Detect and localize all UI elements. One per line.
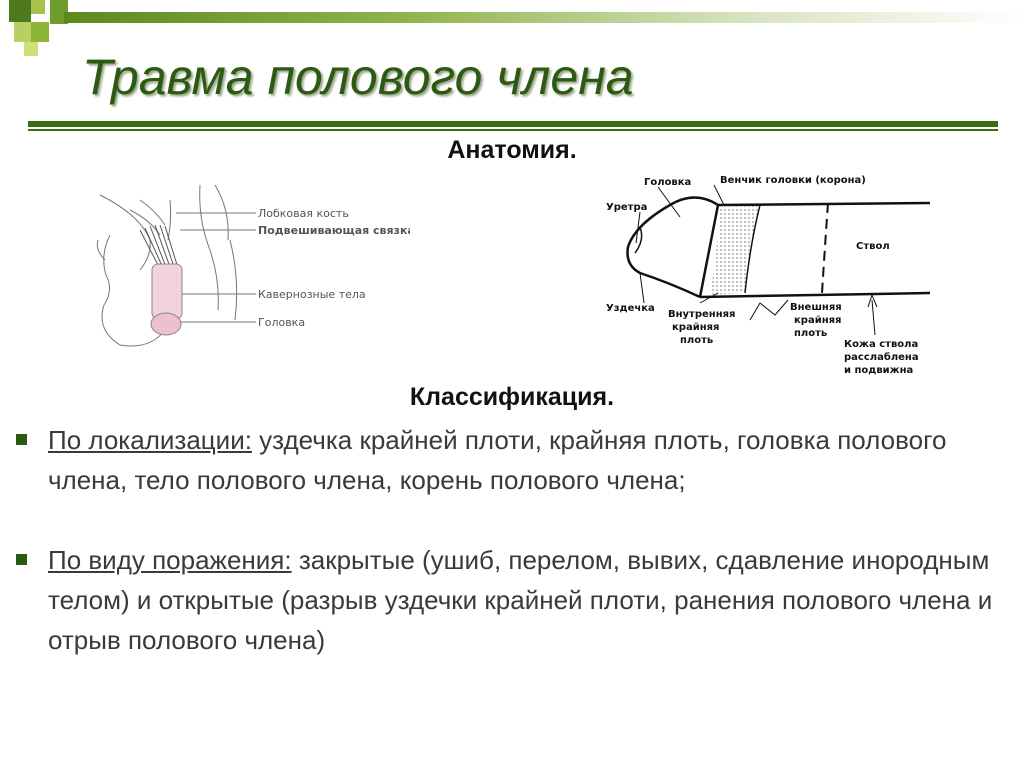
- corner-square: [14, 22, 31, 42]
- label-shaft-skin: Кожа ствола расслаблена и подвижна: [844, 339, 922, 376]
- bullet-square-icon: [16, 434, 27, 445]
- anatomy-figure-left: Лобковая кость Подвешивающая связка Каве…: [96, 184, 410, 347]
- top-gradient-bar: [64, 12, 1024, 23]
- slide-title: Травма полового члена: [82, 49, 634, 105]
- classification-list: По локализации: уздечка крайней плоти, к…: [12, 420, 1002, 660]
- label-glans: Головка: [644, 177, 691, 188]
- label-corona: Венчик головки (корона): [720, 175, 866, 186]
- bullet-text: закрытые (ушиб, перелом, вывих, сдавлени…: [48, 545, 993, 655]
- label-outer-foreskin: Внешняя крайняя плоть: [790, 302, 845, 339]
- anatomy-figure-right: Головка Венчик головки (корона) Уретра С…: [606, 175, 931, 376]
- label-pubic-bone: Лобковая кость: [258, 207, 349, 220]
- corner-square: [24, 42, 38, 56]
- title-divider: [28, 121, 998, 127]
- classification-heading: Классификация.: [409, 383, 615, 411]
- label-inner-foreskin: Внутренняя крайняя плоть: [668, 309, 739, 346]
- label-suspensory-ligament: Подвешивающая связка: [258, 224, 410, 237]
- label-cavernous-bodies: Кавернозные тела: [258, 288, 366, 301]
- bullet-label: По локализации:: [48, 425, 252, 455]
- bullet-square-icon: [16, 554, 27, 565]
- corner-square: [9, 0, 31, 22]
- list-item: По локализации: уздечка крайней плоти, к…: [12, 420, 1002, 500]
- bullet-text: уздечка крайней плоти, крайняя плоть, го…: [48, 425, 947, 495]
- label-glans-left: Головка: [258, 316, 305, 329]
- bullet-label: По виду поражения:: [48, 545, 292, 575]
- corner-square: [31, 22, 49, 42]
- label-frenulum: Уздечка: [606, 303, 655, 314]
- anatomy-heading: Анатомия.: [447, 136, 577, 164]
- corner-square: [31, 0, 45, 14]
- list-item: По виду поражения: закрытые (ушиб, перел…: [12, 540, 1002, 660]
- label-shaft: Ствол: [856, 241, 890, 252]
- label-urethra: Уретра: [606, 202, 647, 213]
- corner-square: [50, 0, 68, 24]
- title-divider-thin: [28, 129, 998, 131]
